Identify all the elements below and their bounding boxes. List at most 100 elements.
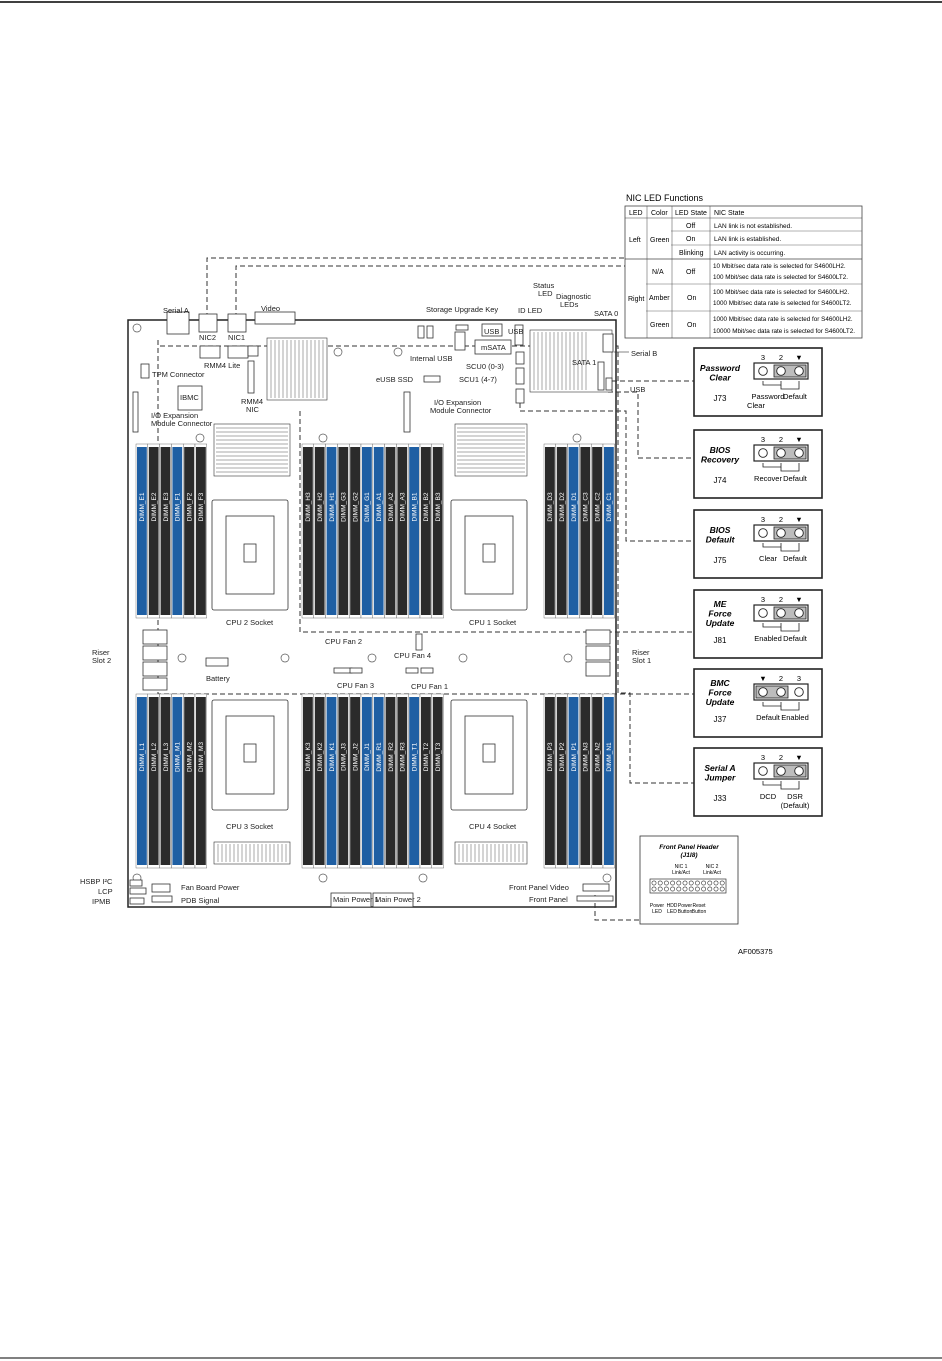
nic-cell-desc: 10000 Mbit/sec data rate is selected for…: [713, 328, 855, 335]
nic-cell-desc: 1000 Mbit/sec data rate is selected for …: [713, 316, 853, 323]
jumper-pin: [794, 687, 804, 697]
sata0-label: SATA 0: [594, 309, 618, 318]
battery-label: Battery: [206, 674, 230, 683]
id-led-label: ID LED: [518, 306, 543, 315]
nic-cell-state: Blinking: [679, 250, 704, 257]
fp-header-pin: [713, 880, 719, 886]
cpu3-socket-label: CPU 3 Socket: [226, 822, 274, 831]
fp-header-pin: [664, 880, 669, 886]
jumper-pin-number: ▼: [759, 674, 766, 683]
dimm-slot-label: DIMM_R3: [400, 742, 407, 772]
jumper-pin: [776, 366, 786, 376]
jumper-pin: [758, 448, 768, 458]
jumper-option-label: Default: [783, 554, 808, 563]
lcp-label: LCP: [98, 887, 113, 896]
nic-cell-green2: Green: [650, 322, 670, 329]
dimm-slot: [184, 697, 194, 865]
fp-header-pin: [676, 880, 682, 886]
fp-power-led-label: Power: [650, 903, 665, 909]
fp-header-pin: [651, 880, 657, 886]
serial-b-label: Serial B: [631, 349, 657, 358]
riser-slot1-label: Riser: [632, 648, 650, 657]
dimm-slot: [160, 447, 171, 615]
fp-header-pin: [657, 880, 663, 886]
cpu4-socket-label: CPU 4 Socket: [469, 822, 517, 831]
jumper-pin: [794, 766, 804, 776]
fp-hdd-led-label: LED: [667, 909, 677, 915]
dimm-slot: [350, 697, 360, 865]
jumper-title: Clear: [709, 373, 731, 383]
cpu-fan1-label: CPU Fan 1: [411, 682, 448, 691]
dimm-slot-label: DIMM_P2: [559, 742, 566, 771]
nic1-label: NIC1: [228, 333, 245, 342]
cpu-sockets: [211, 499, 528, 811]
jumper-pin-number: ▼: [795, 595, 802, 604]
fp-hdd-led-label: HDD: [667, 903, 678, 909]
fp-header-pin: [701, 880, 706, 886]
dimm-slot: [303, 447, 313, 615]
jumper-pin: [758, 366, 768, 376]
jumper-pin: [794, 608, 804, 618]
dimm-slot-label: DIMM_P1: [571, 742, 578, 771]
dimm-slot: [196, 447, 206, 615]
dimm-slot: [432, 447, 443, 615]
jumper-option-label: Recover: [754, 474, 782, 483]
jumper-title: Force: [708, 609, 731, 619]
jumper-pin-number: 3: [761, 753, 765, 762]
jumper-title: Password: [700, 363, 741, 373]
cpu-fan4-label: CPU Fan 4: [394, 651, 431, 660]
jumper-pin: [794, 528, 804, 538]
dimm-slot-label: DIMM_K2: [317, 742, 324, 771]
dimm-slot: [592, 447, 602, 615]
fp-header-pin: [695, 880, 700, 886]
jumper-pin-number: ▼: [795, 435, 802, 444]
dimm-slot-label: DIMM_L3: [163, 743, 170, 772]
fp-power-button-label: Power: [678, 903, 693, 909]
dimm-slot-label: DIMM_D2: [559, 492, 566, 522]
dimm-slot-label: DIMM_L2: [151, 743, 158, 772]
heatsink-fins: [216, 332, 587, 862]
nic-cell-amber: Amber: [649, 295, 670, 302]
fan-board-power-label: Fan Board Power: [181, 883, 240, 892]
dimm-slot: [397, 447, 408, 615]
jumper-option-label: (Default): [781, 801, 810, 810]
nic-th-nic: NIC State: [714, 210, 744, 217]
jumper-id: J74: [714, 476, 727, 485]
nic-cell-desc: 100 Mbit/sec data rate is selected for S…: [713, 274, 848, 281]
dimm-slot-label: DIMM_M1: [175, 742, 182, 772]
jumper-pin: [776, 766, 786, 776]
dimm-slot-label: DIMM_J1: [364, 743, 371, 771]
jumper-pin-number: ▼: [795, 753, 802, 762]
hsbp-i2c-label: HSBP I²C: [80, 877, 113, 886]
dimm-slot: [385, 697, 396, 865]
cpu-fan2-label: CPU Fan 2: [325, 637, 362, 646]
dimm-slot: [172, 697, 183, 865]
jumper-option-label: Default: [756, 713, 781, 722]
jumper-pin-number: ▼: [795, 515, 802, 524]
riser-slots: [142, 629, 611, 691]
dimm-slot: [160, 697, 171, 865]
jumper-id: J75: [714, 556, 727, 565]
cpu1-socket-label: CPU 1 Socket: [469, 618, 517, 627]
jumper-title: Serial A: [704, 763, 735, 773]
nic-cell-state: On: [686, 236, 695, 243]
jumper-pin: [776, 608, 786, 618]
storage-upgrade-key-label: Storage Upgrade Key: [426, 305, 498, 314]
dimm-slot-label: DIMM_A3: [400, 492, 407, 521]
dimm-slot: [326, 697, 337, 865]
dimm-slot-label: DIMM_K3: [305, 742, 312, 771]
dimm-slot-label: DIMM_H1: [329, 492, 336, 522]
jumper-pin: [758, 687, 768, 697]
fp-header-pin: [682, 886, 688, 892]
tpm-label: TPM Connector: [152, 370, 205, 379]
io-exp-left-label: Module Connector: [151, 419, 213, 428]
dimm-slot-label: DIMM_P3: [547, 742, 554, 771]
fp-header-pin: [688, 886, 694, 892]
jumper-pin-number: 2: [779, 674, 783, 683]
jumper-option-label: Enabled: [754, 634, 782, 643]
mounting-holes: [132, 323, 612, 883]
fp-pins: [651, 880, 725, 892]
fp-nic1-label: Link/Act: [672, 870, 690, 876]
front-panel-label: Front Panel: [529, 895, 568, 904]
